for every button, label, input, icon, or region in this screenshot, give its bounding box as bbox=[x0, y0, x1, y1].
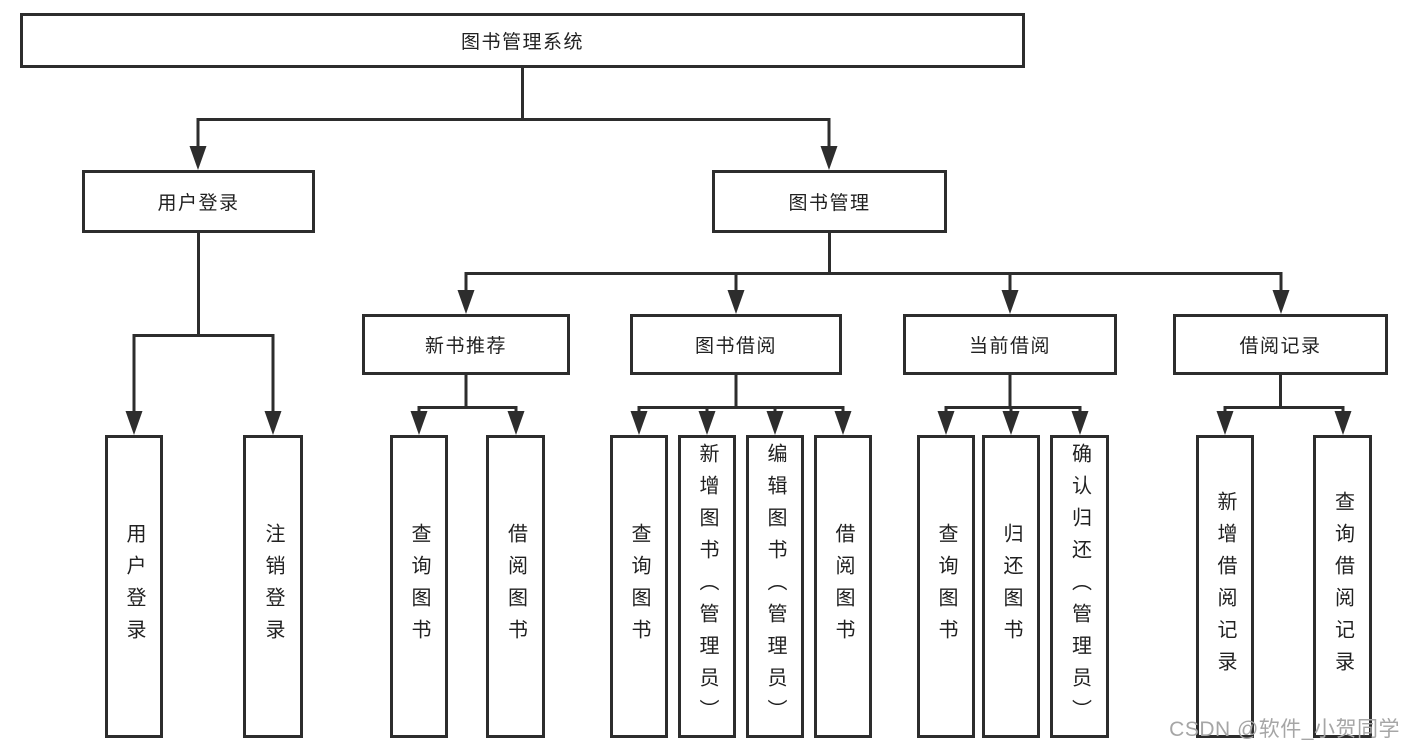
node-root-system: 图书管理系统 bbox=[20, 13, 1025, 68]
csdn-watermark: CSDN @软件_小贺同学 bbox=[1169, 718, 1400, 741]
arrow-down-icon bbox=[410, 411, 428, 435]
node-current-borrowing: 当前借阅 bbox=[903, 314, 1117, 375]
arrow-down-icon bbox=[1002, 411, 1020, 435]
arrow-down-icon bbox=[766, 411, 784, 435]
edge-new-book-bus bbox=[417, 406, 518, 427]
edge-level1-bus bbox=[196, 118, 831, 158]
leaf-borrowing-edit-books-admin: 编辑图书（管理员） bbox=[746, 435, 804, 738]
arrow-down-icon bbox=[820, 146, 838, 170]
node-new-book-recommend: 新书推荐 bbox=[362, 314, 570, 375]
arrow-down-icon bbox=[937, 411, 955, 435]
node-borrowing-records: 借阅记录 bbox=[1173, 314, 1388, 375]
arrow-down-icon bbox=[1001, 290, 1019, 314]
leaf-borrowing-query-books: 查询图书 bbox=[610, 435, 668, 738]
leaf-borrowing-borrow-books: 借阅图书 bbox=[814, 435, 872, 738]
edge-current-borrowing-bus bbox=[944, 406, 1082, 427]
arrow-down-icon bbox=[1216, 411, 1234, 435]
leaf-records-query-record: 查询借阅记录 bbox=[1313, 435, 1372, 738]
arrow-down-icon bbox=[457, 290, 475, 314]
leaf-recommend-query-books: 查询图书 bbox=[390, 435, 448, 738]
edge-user-login-bus bbox=[132, 334, 275, 427]
arrow-down-icon bbox=[1334, 411, 1352, 435]
leaf-logout: 注销登录 bbox=[243, 435, 303, 738]
edge-level3-bus bbox=[464, 272, 1283, 303]
leaf-current-return-books: 归还图书 bbox=[982, 435, 1040, 738]
edge-book-borrowing-bus bbox=[637, 406, 845, 427]
leaf-borrowing-add-books-admin: 新增图书（管理员） bbox=[678, 435, 736, 738]
arrow-down-icon bbox=[834, 411, 852, 435]
leaf-recommend-borrow-books: 借阅图书 bbox=[486, 435, 545, 738]
arrow-down-icon bbox=[727, 290, 745, 314]
arrow-down-icon bbox=[507, 411, 525, 435]
leaf-records-add-record: 新增借阅记录 bbox=[1196, 435, 1254, 738]
arrow-down-icon bbox=[1272, 290, 1290, 314]
arrow-down-icon bbox=[189, 146, 207, 170]
node-book-borrowing: 图书借阅 bbox=[630, 314, 842, 375]
leaf-current-query-books: 查询图书 bbox=[917, 435, 975, 738]
arrow-down-icon bbox=[125, 411, 143, 435]
leaf-current-confirm-return-admin: 确认归还（管理员） bbox=[1050, 435, 1109, 738]
node-user-login: 用户登录 bbox=[82, 170, 315, 233]
edge-borrowing-records-bus bbox=[1223, 406, 1345, 427]
arrow-down-icon bbox=[1071, 411, 1089, 435]
arrow-down-icon bbox=[630, 411, 648, 435]
leaf-user-login: 用户登录 bbox=[105, 435, 163, 738]
arrow-down-icon bbox=[698, 411, 716, 435]
arrow-down-icon bbox=[264, 411, 282, 435]
node-book-management: 图书管理 bbox=[712, 170, 947, 233]
